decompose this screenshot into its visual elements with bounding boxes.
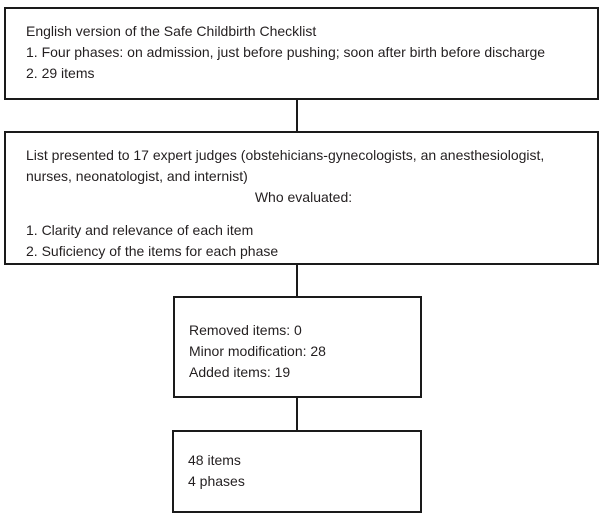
box-text-line: 1. Four phases: on admission, just befor…	[26, 44, 546, 60]
box-text-line: 4 phases	[188, 473, 245, 489]
box-text-line: English version of the Safe Childbirth C…	[26, 23, 317, 39]
flow-box-expert-review: List presented to 17 expert judges (obst…	[4, 131, 599, 265]
box-text-line: 2. Suficiency of the items for each phas…	[26, 243, 279, 259]
flow-box-source-checklist: English version of the Safe Childbirth C…	[4, 7, 599, 100]
box-text-line: 2. 29 items	[26, 65, 95, 81]
box-text-line: 48 items	[188, 452, 241, 468]
box-text-line: Removed items: 0	[189, 322, 302, 338]
flow-box-result: 48 items 4 phases	[172, 430, 422, 513]
connector-line-2	[296, 265, 298, 296]
spacer	[26, 208, 597, 220]
box-text-line: nurses, neonatologist, and internist)	[26, 168, 248, 184]
box-text-line: Minor modification: 28	[189, 343, 326, 359]
box-text-line-centered: Who evaluated:	[254, 189, 353, 205]
flow-box-modifications: Removed items: 0 Minor modification: 28 …	[173, 296, 422, 398]
box-text-line: 1. Clarity and relevance of each item	[26, 222, 254, 238]
connector-line-1	[296, 100, 298, 131]
connector-line-3	[296, 398, 298, 430]
box-text-line: Added items: 19	[189, 364, 291, 380]
box-text-line: List presented to 17 expert judges (obst…	[26, 147, 545, 163]
